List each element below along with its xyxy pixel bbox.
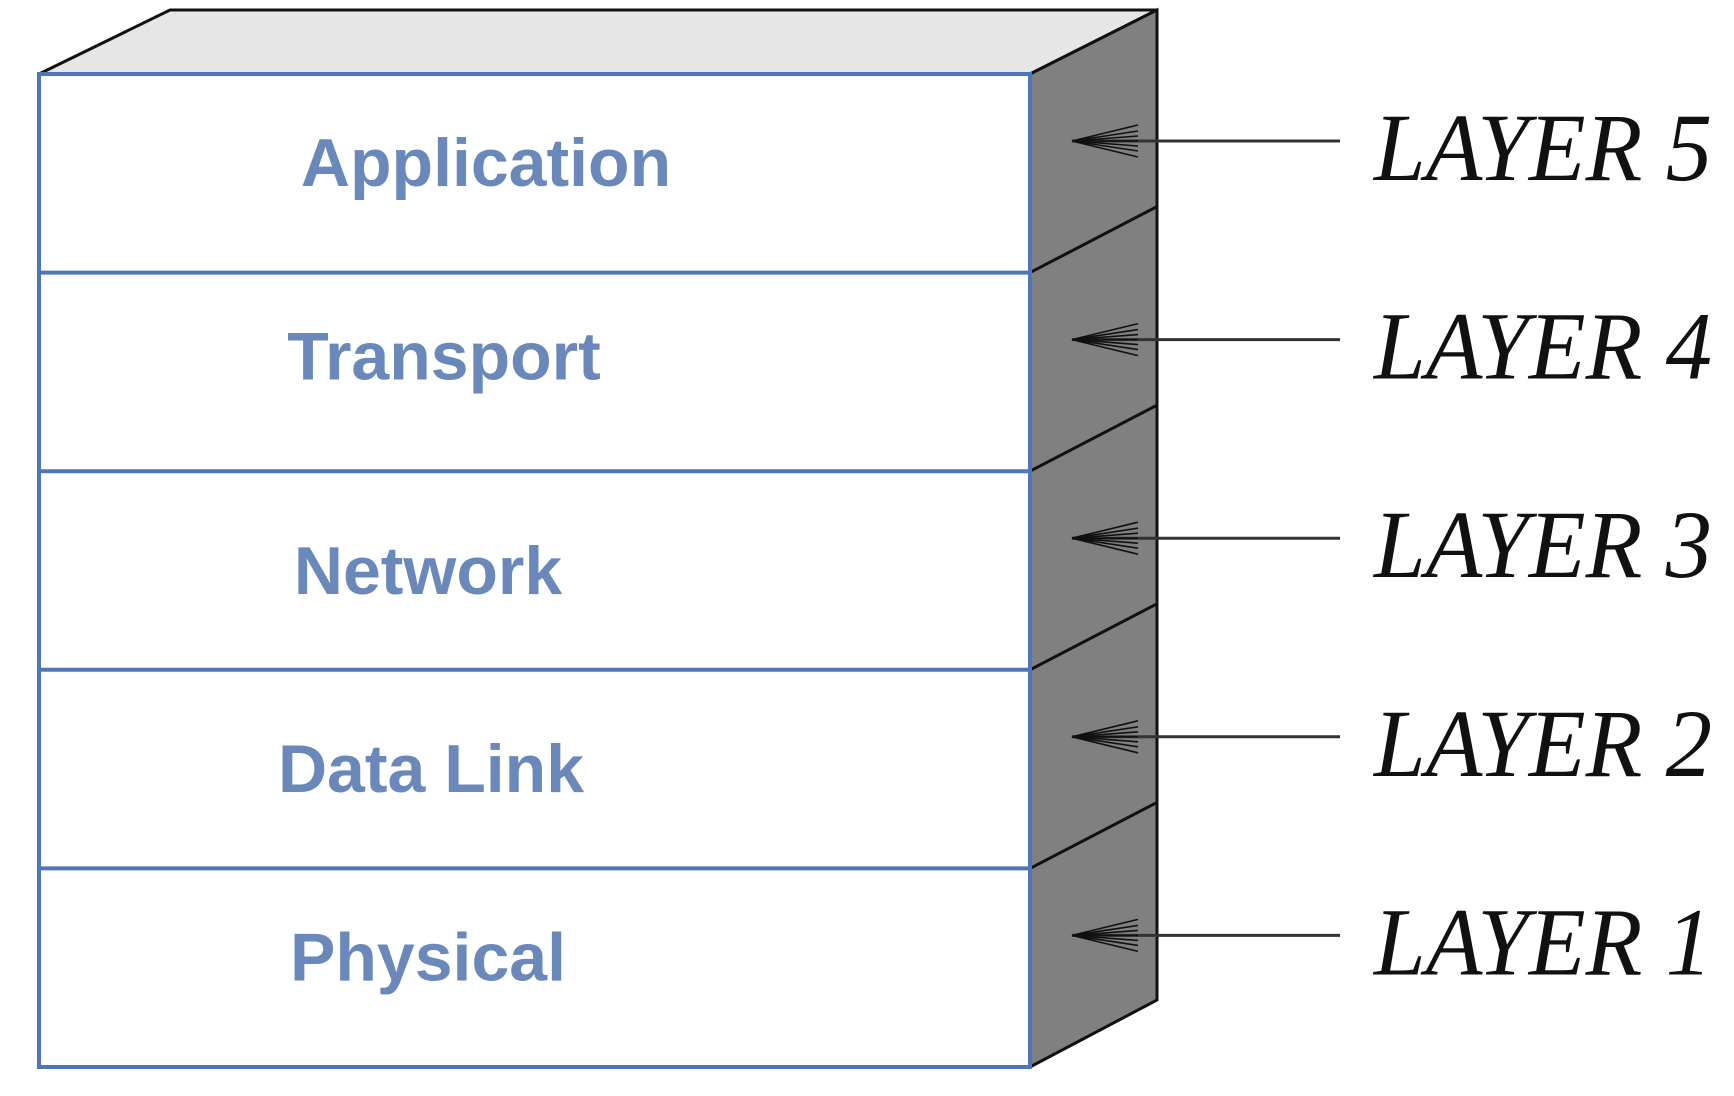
arrow-left-icon (1071, 521, 1340, 555)
layer-row: Data Link LAYER 2 (39, 667, 1712, 807)
side-divider (1029, 403, 1158, 473)
side-divider (1029, 801, 1158, 870)
layer-row: Network LAYER 3 (39, 469, 1712, 609)
arrow-left-icon (1071, 124, 1340, 158)
layer-row: Application LAYER 5 (301, 94, 1712, 201)
layer-number-label: LAYER 4 (1372, 293, 1712, 400)
layer-number-label: LAYER 3 (1372, 491, 1712, 598)
layer-name: Data Link (278, 731, 584, 807)
layer-row: Physical LAYER 1 (39, 866, 1712, 995)
arrow-left-icon (1071, 918, 1340, 953)
layer-name: Network (294, 533, 562, 609)
layer-number-label: LAYER 2 (1372, 690, 1712, 797)
layer-name: Application (301, 125, 671, 201)
layer-number-label: LAYER 1 (1372, 888, 1712, 995)
side-divider (1029, 602, 1158, 672)
arrow-left-icon (1071, 322, 1340, 357)
layer-name: Transport (287, 319, 601, 395)
side-divider (1029, 205, 1158, 274)
stack-top-face (38, 8, 1158, 76)
layer-number-label: LAYER 5 (1372, 94, 1712, 201)
stack-front-face (37, 72, 1032, 1069)
arrow-left-icon (1071, 720, 1340, 754)
layer-row: Transport LAYER 4 (39, 270, 1712, 400)
layer-name: Physical (290, 919, 566, 995)
